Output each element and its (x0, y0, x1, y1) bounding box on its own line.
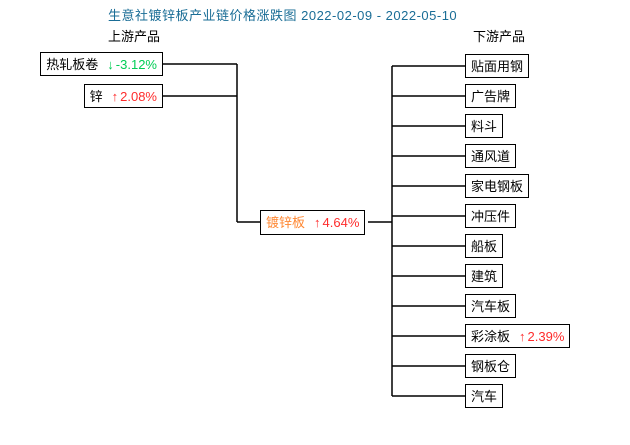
product-name: 料斗 (471, 118, 498, 134)
product-name: 冲压件 (471, 208, 511, 224)
product-name: 通风道 (471, 148, 511, 164)
change-badge: ↑ 4.64% (314, 216, 359, 229)
downstream-node-color-coated-sheet: 彩涂板 ↑ 2.39% (465, 324, 571, 348)
downstream-node-construction: 建筑 (465, 264, 504, 288)
change-value: 4.64% (322, 215, 360, 230)
product-name: 建筑 (471, 268, 498, 284)
upstream-node-zinc: 锌 ↑ 2.08% (83, 84, 163, 108)
downstream-node-laminated-steel: 贴面用钢 (465, 54, 530, 78)
downstream-node-air-duct: 通风道 (465, 144, 517, 168)
product-name: 镀锌板 (266, 215, 306, 230)
downstream-node-appliance-steel: 家电钢板 (465, 174, 530, 198)
product-name: 热轧板卷 (46, 56, 99, 72)
core-node-galvanized-sheet: 镀锌板 ↑ 4.64% (260, 210, 366, 235)
downstream-node-billboard: 广告牌 (465, 84, 517, 108)
product-name: 广告牌 (471, 88, 511, 104)
downstream-node-stamping-parts: 冲压件 (465, 204, 517, 228)
product-name: 家电钢板 (471, 178, 524, 194)
downstream-node-hopper: 料斗 (465, 114, 504, 138)
product-name: 彩涂板 (471, 328, 511, 344)
downstream-section-label: 下游产品 (473, 29, 526, 44)
downstream-node-steel-silo: 钢板仓 (465, 354, 517, 378)
down-arrow-icon: ↓ (107, 56, 114, 72)
change-badge: ↓ -3.12% (107, 58, 157, 71)
product-name: 船板 (471, 238, 498, 254)
up-arrow-icon: ↑ (111, 88, 119, 104)
upstream-section-label: 上游产品 (108, 29, 161, 44)
diagram-title: 生意社镀锌板产业链价格涨跌图 2022-02-09 - 2022-05-10 (108, 8, 458, 23)
product-name: 钢板仓 (471, 358, 511, 374)
downstream-node-automobile: 汽车 (465, 384, 504, 408)
upstream-node-hot-rolled-coil: 热轧板卷 ↓ -3.12% (40, 52, 163, 76)
change-badge: ↑ 2.39% (519, 330, 564, 343)
change-value: 2.39% (527, 328, 565, 344)
change-badge: ↑ 2.08% (112, 90, 157, 103)
change-value: -3.12% (115, 56, 157, 72)
product-name: 贴面用钢 (471, 58, 524, 74)
up-arrow-icon: ↑ (519, 328, 526, 344)
downstream-node-ship-plate: 船板 (465, 234, 504, 258)
product-name: 锌 (89, 88, 103, 104)
up-arrow-icon: ↑ (314, 215, 321, 230)
change-value: 2.08% (120, 88, 157, 104)
downstream-node-auto-sheet: 汽车板 (465, 294, 517, 318)
product-name: 汽车板 (471, 298, 511, 314)
product-name: 汽车 (471, 388, 498, 404)
